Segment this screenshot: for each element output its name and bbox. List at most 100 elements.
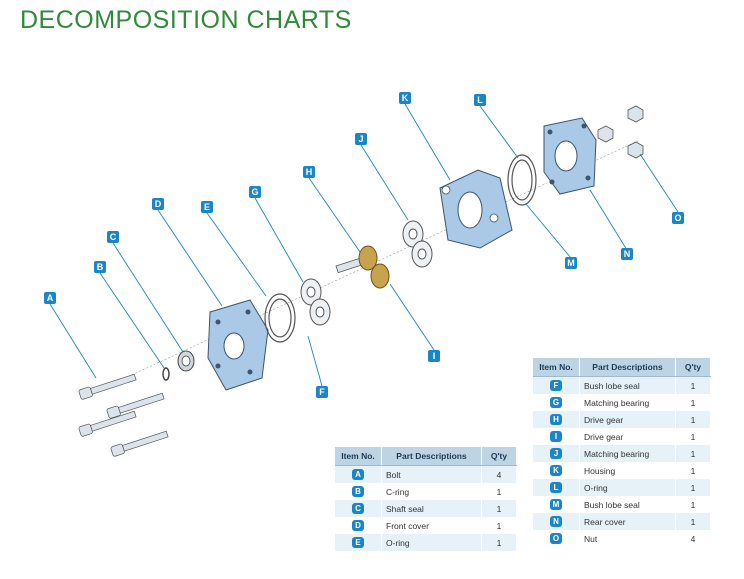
table-row: N Rear cover 1 bbox=[533, 513, 711, 530]
table-row: E O-ring 1 bbox=[335, 534, 517, 551]
callout-n: N bbox=[621, 248, 633, 260]
callout-i: I bbox=[428, 350, 440, 362]
part-desc: Nut bbox=[579, 530, 676, 547]
col-desc: Part Descriptions bbox=[381, 447, 482, 466]
table-row: M Bush lobe seal 1 bbox=[533, 496, 711, 513]
table-row: G Matching bearing 1 bbox=[533, 394, 711, 411]
matching-bearing-rear-part bbox=[402, 220, 433, 268]
svg-text:B: B bbox=[97, 262, 104, 272]
part-desc: Shaft seal bbox=[381, 500, 482, 517]
col-desc: Part Descriptions bbox=[579, 358, 676, 377]
o-ring-rear-part bbox=[507, 154, 537, 206]
svg-text:F: F bbox=[319, 387, 325, 397]
part-qty: 1 bbox=[675, 394, 711, 411]
item-badge: M bbox=[550, 499, 562, 510]
part-qty: 1 bbox=[675, 411, 711, 428]
svg-text:A: A bbox=[47, 293, 54, 303]
table-row: J Matching bearing 1 bbox=[533, 445, 711, 462]
svg-text:O: O bbox=[674, 213, 681, 223]
item-badge: F bbox=[550, 380, 562, 391]
svg-text:K: K bbox=[402, 93, 409, 103]
col-item: Item No. bbox=[335, 447, 382, 466]
table-row: B C-ring 1 bbox=[335, 483, 517, 500]
col-qty: Q'ty bbox=[481, 447, 517, 466]
part-qty: 1 bbox=[675, 496, 711, 513]
part-desc: Bush lobe seal bbox=[579, 496, 676, 513]
nut-part bbox=[597, 105, 644, 159]
part-qty: 4 bbox=[675, 530, 711, 547]
svg-text:J: J bbox=[358, 134, 363, 144]
page-title: DECOMPOSITION CHARTS bbox=[20, 6, 352, 34]
item-badge: D bbox=[352, 520, 364, 531]
part-desc: Bolt bbox=[381, 465, 482, 483]
item-badge: A bbox=[352, 469, 364, 480]
item-badge: G bbox=[550, 397, 562, 408]
table-header-row: Item No. Part Descriptions Q'ty bbox=[533, 358, 711, 377]
table-row: F Bush lobe seal 1 bbox=[533, 376, 711, 394]
part-qty: 1 bbox=[481, 483, 517, 500]
front-cover-part bbox=[207, 299, 269, 391]
c-ring-part bbox=[162, 367, 170, 381]
item-badge: C bbox=[352, 503, 364, 514]
item-badge: B bbox=[352, 486, 364, 497]
col-qty: Q'ty bbox=[675, 358, 711, 377]
housing-part bbox=[439, 169, 513, 249]
col-item: Item No. bbox=[533, 358, 580, 377]
part-qty: 1 bbox=[675, 376, 711, 394]
part-qty: 1 bbox=[675, 445, 711, 462]
part-desc: O-ring bbox=[381, 534, 482, 551]
item-badge: H bbox=[550, 414, 562, 425]
item-badge: J bbox=[550, 448, 562, 459]
part-desc: Matching bearing bbox=[579, 445, 676, 462]
part-qty: 1 bbox=[481, 517, 517, 534]
callout-a: A bbox=[44, 292, 56, 304]
callout-l: L bbox=[474, 94, 486, 106]
item-badge: K bbox=[550, 465, 562, 476]
part-desc: Front cover bbox=[381, 517, 482, 534]
part-desc: Rear cover bbox=[579, 513, 676, 530]
part-desc: Housing bbox=[579, 462, 676, 479]
item-badge: L bbox=[550, 482, 562, 493]
part-qty: 4 bbox=[481, 465, 517, 483]
svg-text:H: H bbox=[306, 167, 313, 177]
part-qty: 1 bbox=[481, 500, 517, 517]
leader-lines bbox=[49, 103, 679, 387]
callout-m: M bbox=[565, 257, 577, 269]
callout-o: O bbox=[672, 212, 684, 224]
part-desc: Bush lobe seal bbox=[579, 376, 676, 394]
svg-text:E: E bbox=[204, 202, 210, 212]
item-badge: I bbox=[550, 431, 562, 442]
callout-d: D bbox=[152, 198, 164, 210]
matching-bearing-front-part bbox=[300, 278, 331, 326]
svg-text:I: I bbox=[433, 351, 436, 361]
svg-text:L: L bbox=[477, 95, 483, 105]
callout-k: K bbox=[399, 92, 411, 104]
part-qty: 1 bbox=[675, 513, 711, 530]
callout-e: E bbox=[201, 201, 213, 213]
item-badge: E bbox=[352, 537, 364, 548]
callout-b: B bbox=[94, 261, 106, 273]
table-row: C Shaft seal 1 bbox=[335, 500, 517, 517]
part-desc: Drive gear bbox=[579, 411, 676, 428]
parts-table-rear: Item No. Part Descriptions Q'ty F Bush l… bbox=[533, 358, 711, 547]
table-row: D Front cover 1 bbox=[335, 517, 517, 534]
item-badge: O bbox=[550, 533, 562, 544]
table-row: O Nut 4 bbox=[533, 530, 711, 547]
svg-text:D: D bbox=[155, 199, 162, 209]
callout-h: H bbox=[303, 166, 315, 178]
rear-cover-part bbox=[543, 117, 597, 195]
part-qty: 1 bbox=[481, 534, 517, 551]
svg-text:M: M bbox=[567, 258, 575, 268]
part-desc: Matching bearing bbox=[579, 394, 676, 411]
assembly-axis bbox=[109, 139, 641, 386]
table-row: K Housing 1 bbox=[533, 462, 711, 479]
bolt-part bbox=[78, 373, 169, 457]
callout-f: F bbox=[316, 386, 328, 398]
table-header-row: Item No. Part Descriptions Q'ty bbox=[335, 447, 517, 466]
o-ring-part bbox=[264, 293, 296, 343]
table-row: L O-ring 1 bbox=[533, 479, 711, 496]
part-desc: O-ring bbox=[579, 479, 676, 496]
table-row: A Bolt 4 bbox=[335, 465, 517, 483]
table-row: I Drive gear 1 bbox=[533, 428, 711, 445]
